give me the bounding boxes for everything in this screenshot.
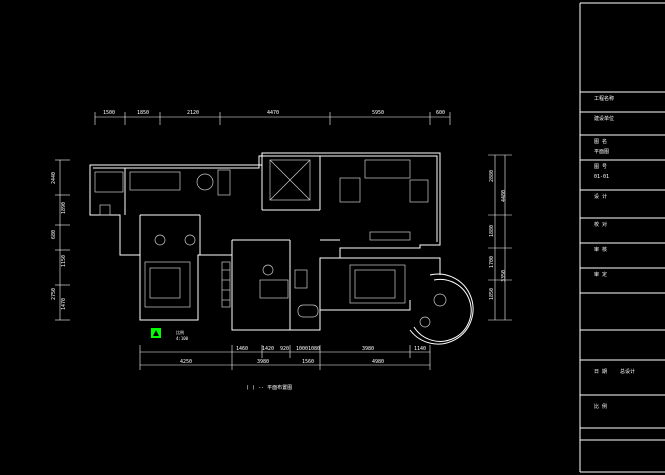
- dim-left-5: 2750: [51, 288, 57, 301]
- tb-label-8: 日 期: [594, 369, 608, 375]
- dim-right-6: 3350: [501, 270, 507, 283]
- tb-label-6: 审 核: [594, 247, 608, 253]
- dim-top-1: 1500: [103, 110, 116, 116]
- dim-bottom2-2: 3980: [257, 359, 270, 365]
- dim-bottom2-3: 1560: [302, 359, 315, 365]
- legend-line-1: 比例: [176, 330, 184, 335]
- dim-right-4: 1850: [489, 288, 495, 301]
- dim-right-1: 2880: [489, 170, 495, 183]
- legend-line-2: 4:100: [176, 336, 189, 341]
- plan-caption: ( ) -- 平面布置图: [246, 385, 293, 391]
- tb-label-2: 图 名: [594, 139, 608, 145]
- dim-right-5: 4480: [501, 190, 507, 203]
- dim-right-3: 1700: [489, 256, 495, 269]
- north-arrow-icon: [151, 328, 161, 338]
- tb-label-4: 设 计: [594, 194, 608, 200]
- dim-right-2: 1880: [489, 225, 495, 238]
- dimension-lines: [55, 112, 512, 370]
- dim-bottom-4: 1000: [296, 346, 309, 352]
- dim-left-6: 1470: [61, 298, 67, 311]
- tb-sub-3: 01-01: [594, 174, 610, 180]
- tb-label-7: 审 定: [594, 272, 608, 278]
- tb-label-0: 工程名称: [594, 96, 615, 102]
- dim-top-4: 4470: [267, 110, 280, 116]
- dim-top-3: 2120: [187, 110, 200, 116]
- tb-label-3: 图 号: [594, 164, 608, 170]
- dim-left-3: 680: [51, 230, 57, 240]
- dim-left-4: 1150: [61, 255, 67, 268]
- dim-bottom-7: 1140: [414, 346, 427, 352]
- tb-value-2: 平面图: [594, 149, 610, 155]
- dim-bottom-5: 1080: [308, 346, 321, 352]
- dim-top-6: 600: [436, 110, 446, 116]
- walls: [89, 152, 474, 345]
- title-block: [579, 2, 665, 473]
- tb-label-9: 比 例: [594, 404, 608, 410]
- dim-bottom-3: 920: [280, 346, 290, 352]
- dim-bottom2-4: 4980: [372, 359, 385, 365]
- dim-top-2: 1850: [137, 110, 150, 116]
- dim-left-1: 2440: [51, 172, 57, 185]
- tb-value-8: 总设计: [620, 369, 636, 375]
- dim-bottom-2: 1420: [262, 346, 275, 352]
- dim-left-2: 1890: [61, 202, 67, 215]
- tb-label-5: 校 对: [594, 222, 608, 228]
- dim-bottom2-1: 4250: [180, 359, 193, 365]
- dim-bottom-1: 1460: [236, 346, 249, 352]
- dim-top-5: 5950: [372, 110, 385, 116]
- tb-label-1: 建设单位: [594, 116, 615, 122]
- furniture: [94, 159, 447, 328]
- dim-bottom-6: 3980: [362, 346, 375, 352]
